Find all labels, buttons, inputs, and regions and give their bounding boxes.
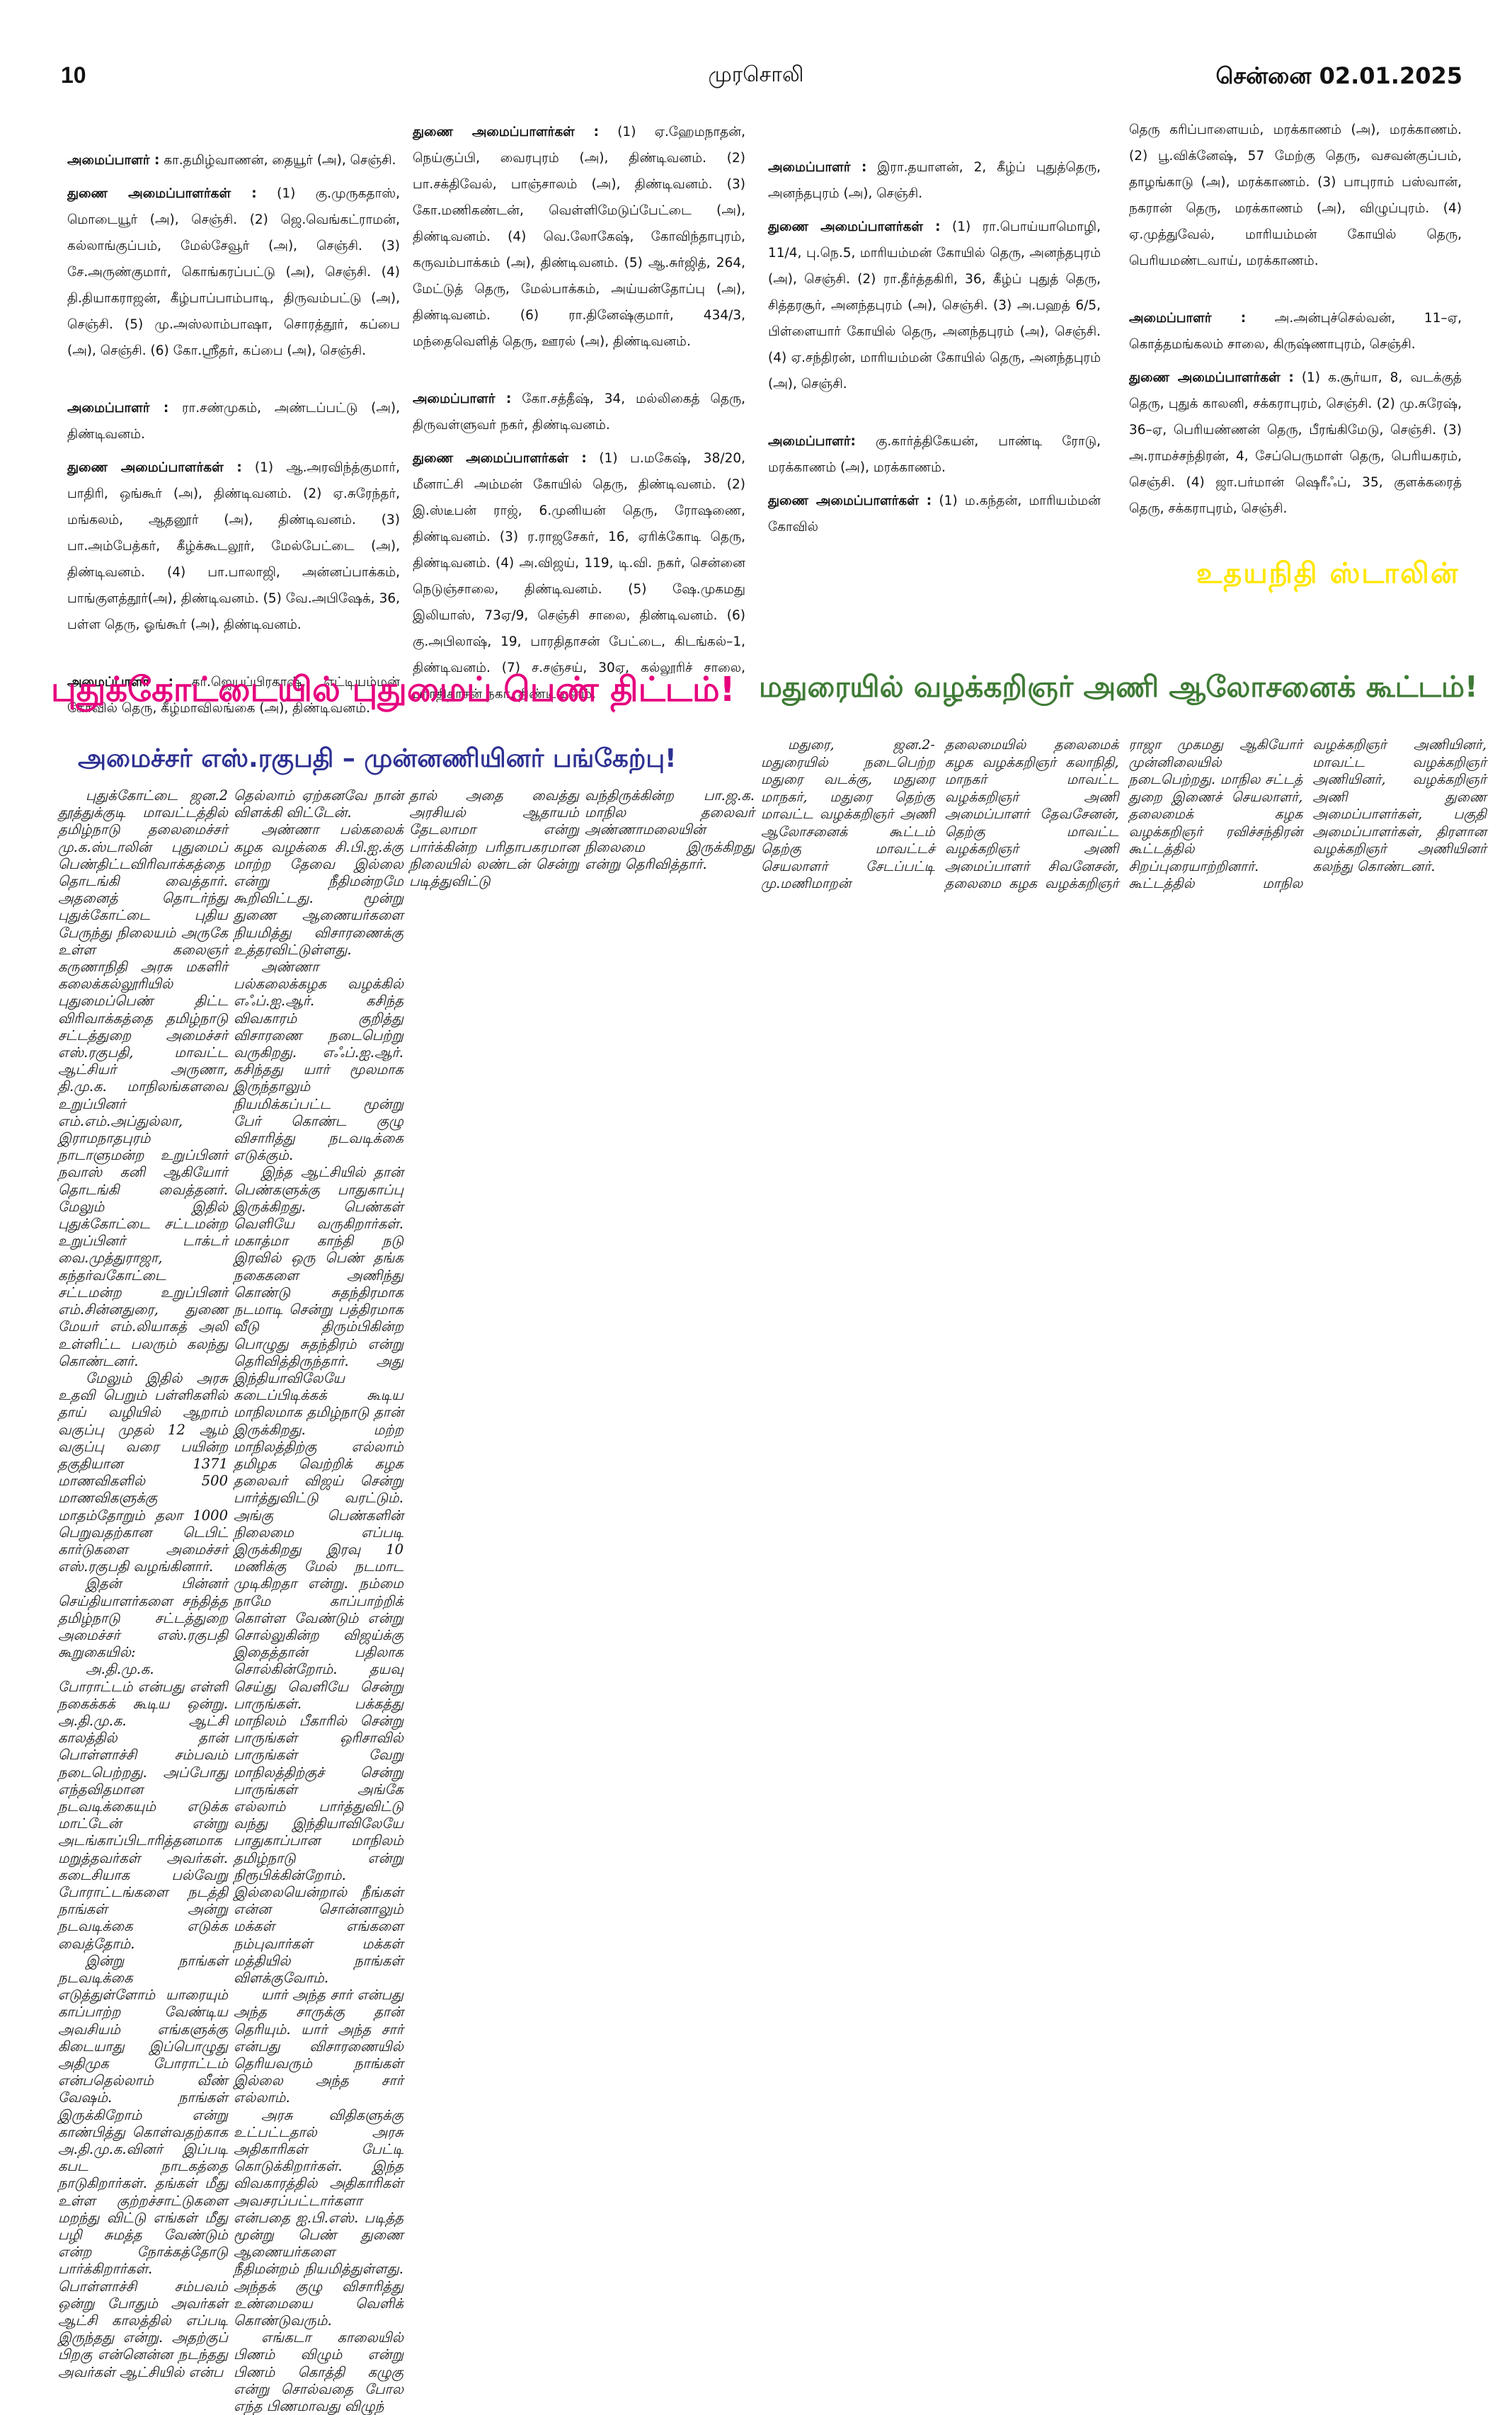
article-subheadline: அமைச்சர் எஸ்.ரகுபதி – முன்னணியினர் பங்கே… (78, 744, 677, 773)
appointment-block: அமைப்பாளர் : இரா.தயாளன், 2, கீழ்ப் புதுத… (768, 154, 1101, 207)
appointment-block: துணை அமைப்பாளர்கள் : (1) கு.முருகதாஸ், ம… (67, 181, 400, 364)
paragraph: வந்திருக்கின்ற பா.ஜ.க. மாநில தலைவர் அண்ண… (585, 787, 755, 872)
article-column: வந்திருக்கின்ற பா.ஜ.க. மாநில தலைவர் அண்ண… (585, 787, 755, 873)
appointment-text: அ.அன்புச்செல்வன், 11–ஏ, கொத்தமங்கலம் சால… (1129, 311, 1462, 352)
appointment-text: (1) கு.முருகதாஸ், மொடையூர் (அ), செஞ்சி. … (67, 186, 400, 358)
appointment-text: (1) ப.மகேஷ், 38/20, மீனாட்சி அம்மன் கோயி… (413, 451, 745, 702)
appointment-text: கா.தமிழ்வாணன், தையூர் (அ), செஞ்சி. (159, 153, 396, 168)
appointment-block: அமைப்பாளர் : அ.அன்புச்செல்வன், 11–ஏ, கொத… (1129, 305, 1462, 358)
paragraph: தெல்லாம் ஏற்கனவே நான் விளக்கி விட்டேன். (234, 787, 403, 821)
appointment-label: அமைப்பாளர் : (413, 392, 512, 406)
appointment-block: அமைப்பாளர் : கோ.சத்தீஷ், 34, மல்லிகைத் த… (413, 386, 745, 438)
paragraph: அரசு விதிகளுக்கு உட்பட்டதால் அரசு அதிகார… (234, 2106, 403, 2329)
appointment-label: அமைப்பாளர் : (67, 401, 169, 416)
appointment-text: கா.ஜெயப்பிரகாஷ், எட்டியம்மன் கோவில் தெரு… (67, 675, 400, 716)
appointment-label: துணை அமைப்பாளர்கள் : (1129, 370, 1294, 385)
appointment-label: துணை அமைப்பாளர்கள் : (67, 186, 257, 201)
appointment-label: துணை அமைப்பாளர்கள் : (768, 219, 941, 234)
article-body-madurai: மதுரை, ஜன.2- மதுரையில் நடைபெற்ற மதுரை வட… (761, 736, 1487, 893)
paragraph: அண்ணா பல்கலைக்கழக வழக்கில் எஃப்.ஐ.ஆர். க… (234, 959, 403, 1164)
paragraph: யார் அந்த சார் என்பது அந்த சாருக்கு தான்… (234, 1987, 403, 2106)
appointment-label: துணை அமைப்பாளர்கள் : (413, 125, 600, 139)
appointment-text: (1) ம.கந்தன், மாரியம்மன் கோவில் (768, 493, 1101, 535)
paragraph: இன்று நாங்கள் நடவடிக்கை எடுத்துள்ளோம் யா… (58, 1952, 228, 2380)
appointment-column: அமைப்பாளர் : இரா.தயாளன், 2, கீழ்ப் புதுத… (768, 154, 1101, 540)
article-column: புதுக்கோட்டை ஜன.2 தூத்துக்குடி மாவட்டத்த… (58, 787, 228, 2381)
dateline: சென்னை 02.01.2025 (1215, 62, 1462, 89)
appointment-block: துணை அமைப்பாளர்கள் : (1) ஆ.அரவிந்த்குமார… (67, 455, 400, 638)
article-headline-madurai: மதுரையில் வழக்கறிஞர் அணி ஆலோசனைக் கூட்டம… (759, 670, 1478, 704)
appointment-label: துணை அமைப்பாளர்கள் : (768, 493, 932, 508)
appointment-text: கு.கார்த்திகேயன், பாண்டி ரோடு, மரக்காணம்… (768, 434, 1101, 475)
appointment-label: துணை அமைப்பாளர்கள் : (67, 460, 242, 475)
article-column: தெல்லாம் ஏற்கனவே நான் விளக்கி விட்டேன். … (234, 787, 403, 2415)
page-number: 10 (61, 62, 86, 88)
appointment-block: தெரு கரிப்பாளையம், மரக்காணம் (அ), மரக்கா… (1129, 117, 1462, 274)
paragraph: மதுரை, ஜன.2- மதுரையில் நடைபெற்ற மதுரை வட… (761, 737, 1487, 891)
appointment-block: அமைப்பாளர்: கு.கார்த்திகேயன், பாண்டி ரோட… (768, 428, 1101, 481)
appointment-block: அமைப்பாளர் : ரா.சண்முகம், அண்டப்பட்டு (அ… (67, 395, 400, 447)
appointment-column: துணை அமைப்பாளர்கள் : (1) ஏ.ஹேமநாதன், நெய… (413, 119, 745, 707)
appointment-label: அமைப்பாளர் : (1129, 311, 1247, 326)
appointment-text: இரா.தயாளன், 2, கீழ்ப் புதுத்தெரு, அனந்தப… (768, 160, 1101, 201)
appointment-block: துணை அமைப்பாளர்கள் : (1) ரா.பொய்யாமொழி, … (768, 214, 1101, 397)
appointment-block: அமைப்பாளர் : கா.ஜெயப்பிரகாஷ், எட்டியம்மன… (67, 669, 400, 721)
appointment-label: அமைப்பாளர்: (768, 434, 856, 449)
paragraph: மேலும் இதில் அரசு உதவி பெறும் பள்ளிகளில்… (58, 1369, 228, 1575)
newspaper-name: முரசொலி (708, 62, 804, 87)
appointment-block: துணை அமைப்பாளர்கள் : (1) ப.மகேஷ், 38/20,… (413, 445, 745, 707)
paragraph: தால் அதை வைத்து அரசியல் ஆதாயம் தேடலாமா எ… (409, 787, 579, 890)
appointment-text: (1) ரா.பொய்யாமொழி, 11/4, பு.நெ.5, மாரியம… (768, 219, 1101, 392)
paragraph: அ.தி.மு.க. போராட்டம் என்பது எள்ளி நகைக்க… (58, 1661, 228, 1952)
appointment-text: (1) ஏ.ஹேமநாதன், நெய்குப்பி, வைரபுரம் (அ)… (413, 125, 745, 349)
appointment-text: (1) க.சூர்யா, 8, வடக்குத் தெரு, புதுக் க… (1129, 370, 1462, 516)
paragraph: இதன் பின்னர் செய்தியாளர்களை சந்தித்த தமி… (58, 1575, 228, 1661)
paragraph: அண்ணா பல்கலைக் கழக வழக்கை சி.பி.ஐ.க்கு ம… (234, 821, 403, 958)
appointment-text: தெரு கரிப்பாளையம், மரக்காணம் (அ), மரக்கா… (1129, 122, 1462, 268)
appointment-label: அமைப்பாளர் : (768, 160, 867, 175)
appointment-label: துணை அமைப்பாளர்கள் : (413, 451, 587, 466)
paragraph: இந்த ஆட்சியில் தான் பெண்களுக்கு பாதுகாப்… (234, 1164, 403, 1987)
article-headline-pudukkottai: புதுக்கோட்டையில் புதுமைப் பெண் திட்டம்! (51, 670, 735, 709)
appointment-text: கோ.சத்தீஷ், 34, மல்லிகைத் தெரு, திருவள்ள… (413, 392, 745, 433)
appointment-label: அமைப்பாளர் : (67, 675, 174, 690)
appointment-block: துணை அமைப்பாளர்கள் : (1) க.சூர்யா, 8, வட… (1129, 365, 1462, 522)
article-column: தால் அதை வைத்து அரசியல் ஆதாயம் தேடலாமா எ… (409, 787, 579, 890)
appointment-label: அமைப்பாளர் : (67, 153, 160, 168)
appointment-text: (1) ஆ.அரவிந்த்குமார், பாதிரி, ஒங்கூர் (அ… (67, 460, 400, 632)
appointment-column: அமைப்பாளர் : கா.தமிழ்வாணன், தையூர் (அ), … (67, 147, 400, 721)
appointment-block: துணை அமைப்பாளர்கள் : (1) ம.கந்தன், மாரிய… (768, 488, 1101, 540)
appointment-block: துணை அமைப்பாளர்கள் : (1) ஏ.ஹேமநாதன், நெய… (413, 119, 745, 355)
appointment-block: அமைப்பாளர் : கா.தமிழ்வாணன், தையூர் (அ), … (67, 147, 400, 173)
signature: உதயநிதி ஸ்டாலின் (1196, 557, 1460, 590)
appointment-text: ரா.சண்முகம், அண்டப்பட்டு (அ), திண்டிவனம்… (67, 401, 400, 442)
appointment-column: தெரு கரிப்பாளையம், மரக்காணம் (அ), மரக்கா… (1129, 117, 1462, 593)
paragraph: புதுக்கோட்டை ஜன.2 தூத்துக்குடி மாவட்டத்த… (58, 787, 228, 1369)
paragraph: எங்கடா காலையில் பிணம் விழும் என்று பிணம்… (234, 2329, 403, 2415)
